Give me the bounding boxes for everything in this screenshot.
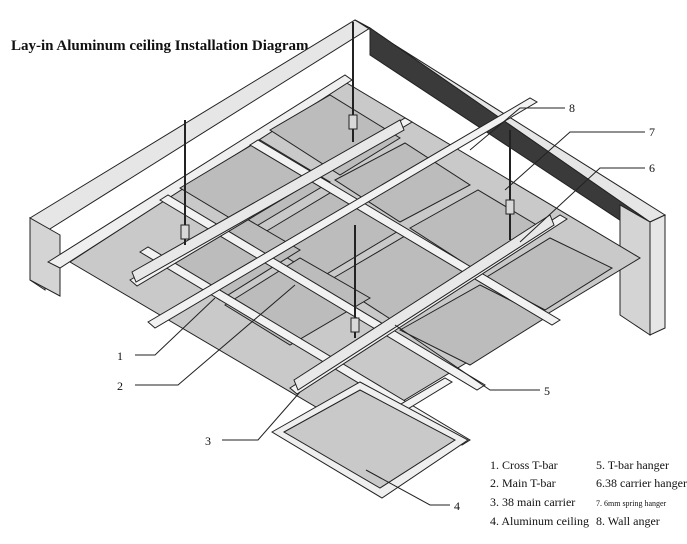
legend-item: 6.38 carrier hanger — [596, 476, 687, 490]
legend-item: 5. T-bar hanger — [596, 458, 669, 472]
legend-item: 2. Main T-bar — [490, 476, 556, 490]
hanger-clip — [180, 224, 190, 240]
legend-item: 1. Cross T-bar — [490, 458, 558, 472]
main-t-bar — [249, 139, 561, 326]
legend-item: 3. 38 main carrier — [490, 495, 576, 509]
legend-item: 4. Aluminum ceiling — [490, 514, 589, 528]
leader-line-3 — [222, 391, 301, 441]
legend: 1. Cross T-bar 2. Main T-bar 3. 38 main … — [490, 458, 687, 534]
leader-line-8 — [469, 107, 565, 151]
main-t-bar — [139, 246, 471, 446]
leader-line-6 — [519, 167, 645, 243]
hanger-clip — [505, 199, 515, 215]
leader-line-7 — [504, 131, 645, 191]
callout-1: 1 — [117, 349, 123, 363]
callout-3: 3 — [205, 434, 211, 448]
right-wall-end — [649, 214, 666, 336]
left-wall-end — [29, 217, 61, 297]
callout-6: 6 — [649, 161, 655, 175]
main-t-bars — [139, 139, 561, 446]
legend-item: 7. 6mm spring hanger — [596, 499, 667, 508]
callout-4: 4 — [454, 499, 460, 513]
detached-panel — [271, 381, 469, 499]
main-t-bar — [159, 194, 486, 391]
panel-tile — [334, 142, 471, 223]
leader-lines — [135, 107, 645, 506]
leader-line-4 — [365, 469, 450, 506]
leader-line-1 — [135, 297, 216, 356]
callout-5: 5 — [544, 384, 550, 398]
cross-t-bar — [147, 97, 538, 329]
diagram-title: Lay-in Aluminum ceiling Installation Dia… — [11, 38, 309, 54]
callout-2: 2 — [117, 379, 123, 393]
callout-7: 7 — [649, 125, 655, 139]
main-carrier — [293, 214, 555, 391]
callout-8: 8 — [569, 101, 575, 115]
leader-line-5 — [394, 324, 540, 391]
right-wall-end-face — [619, 204, 651, 336]
detached-panel-face — [282, 389, 456, 489]
hanger-clip — [348, 114, 358, 130]
leader-line-2 — [135, 284, 296, 386]
panel-tile — [269, 94, 401, 176]
hanger-clip — [350, 317, 360, 333]
main-carrier — [131, 119, 405, 283]
hanger-clips — [180, 114, 515, 333]
callout-numbers: 1 2 3 4 5 6 7 8 — [117, 101, 655, 513]
main-carriers — [131, 119, 555, 391]
legend-item: 8. Wall anger — [596, 514, 660, 528]
